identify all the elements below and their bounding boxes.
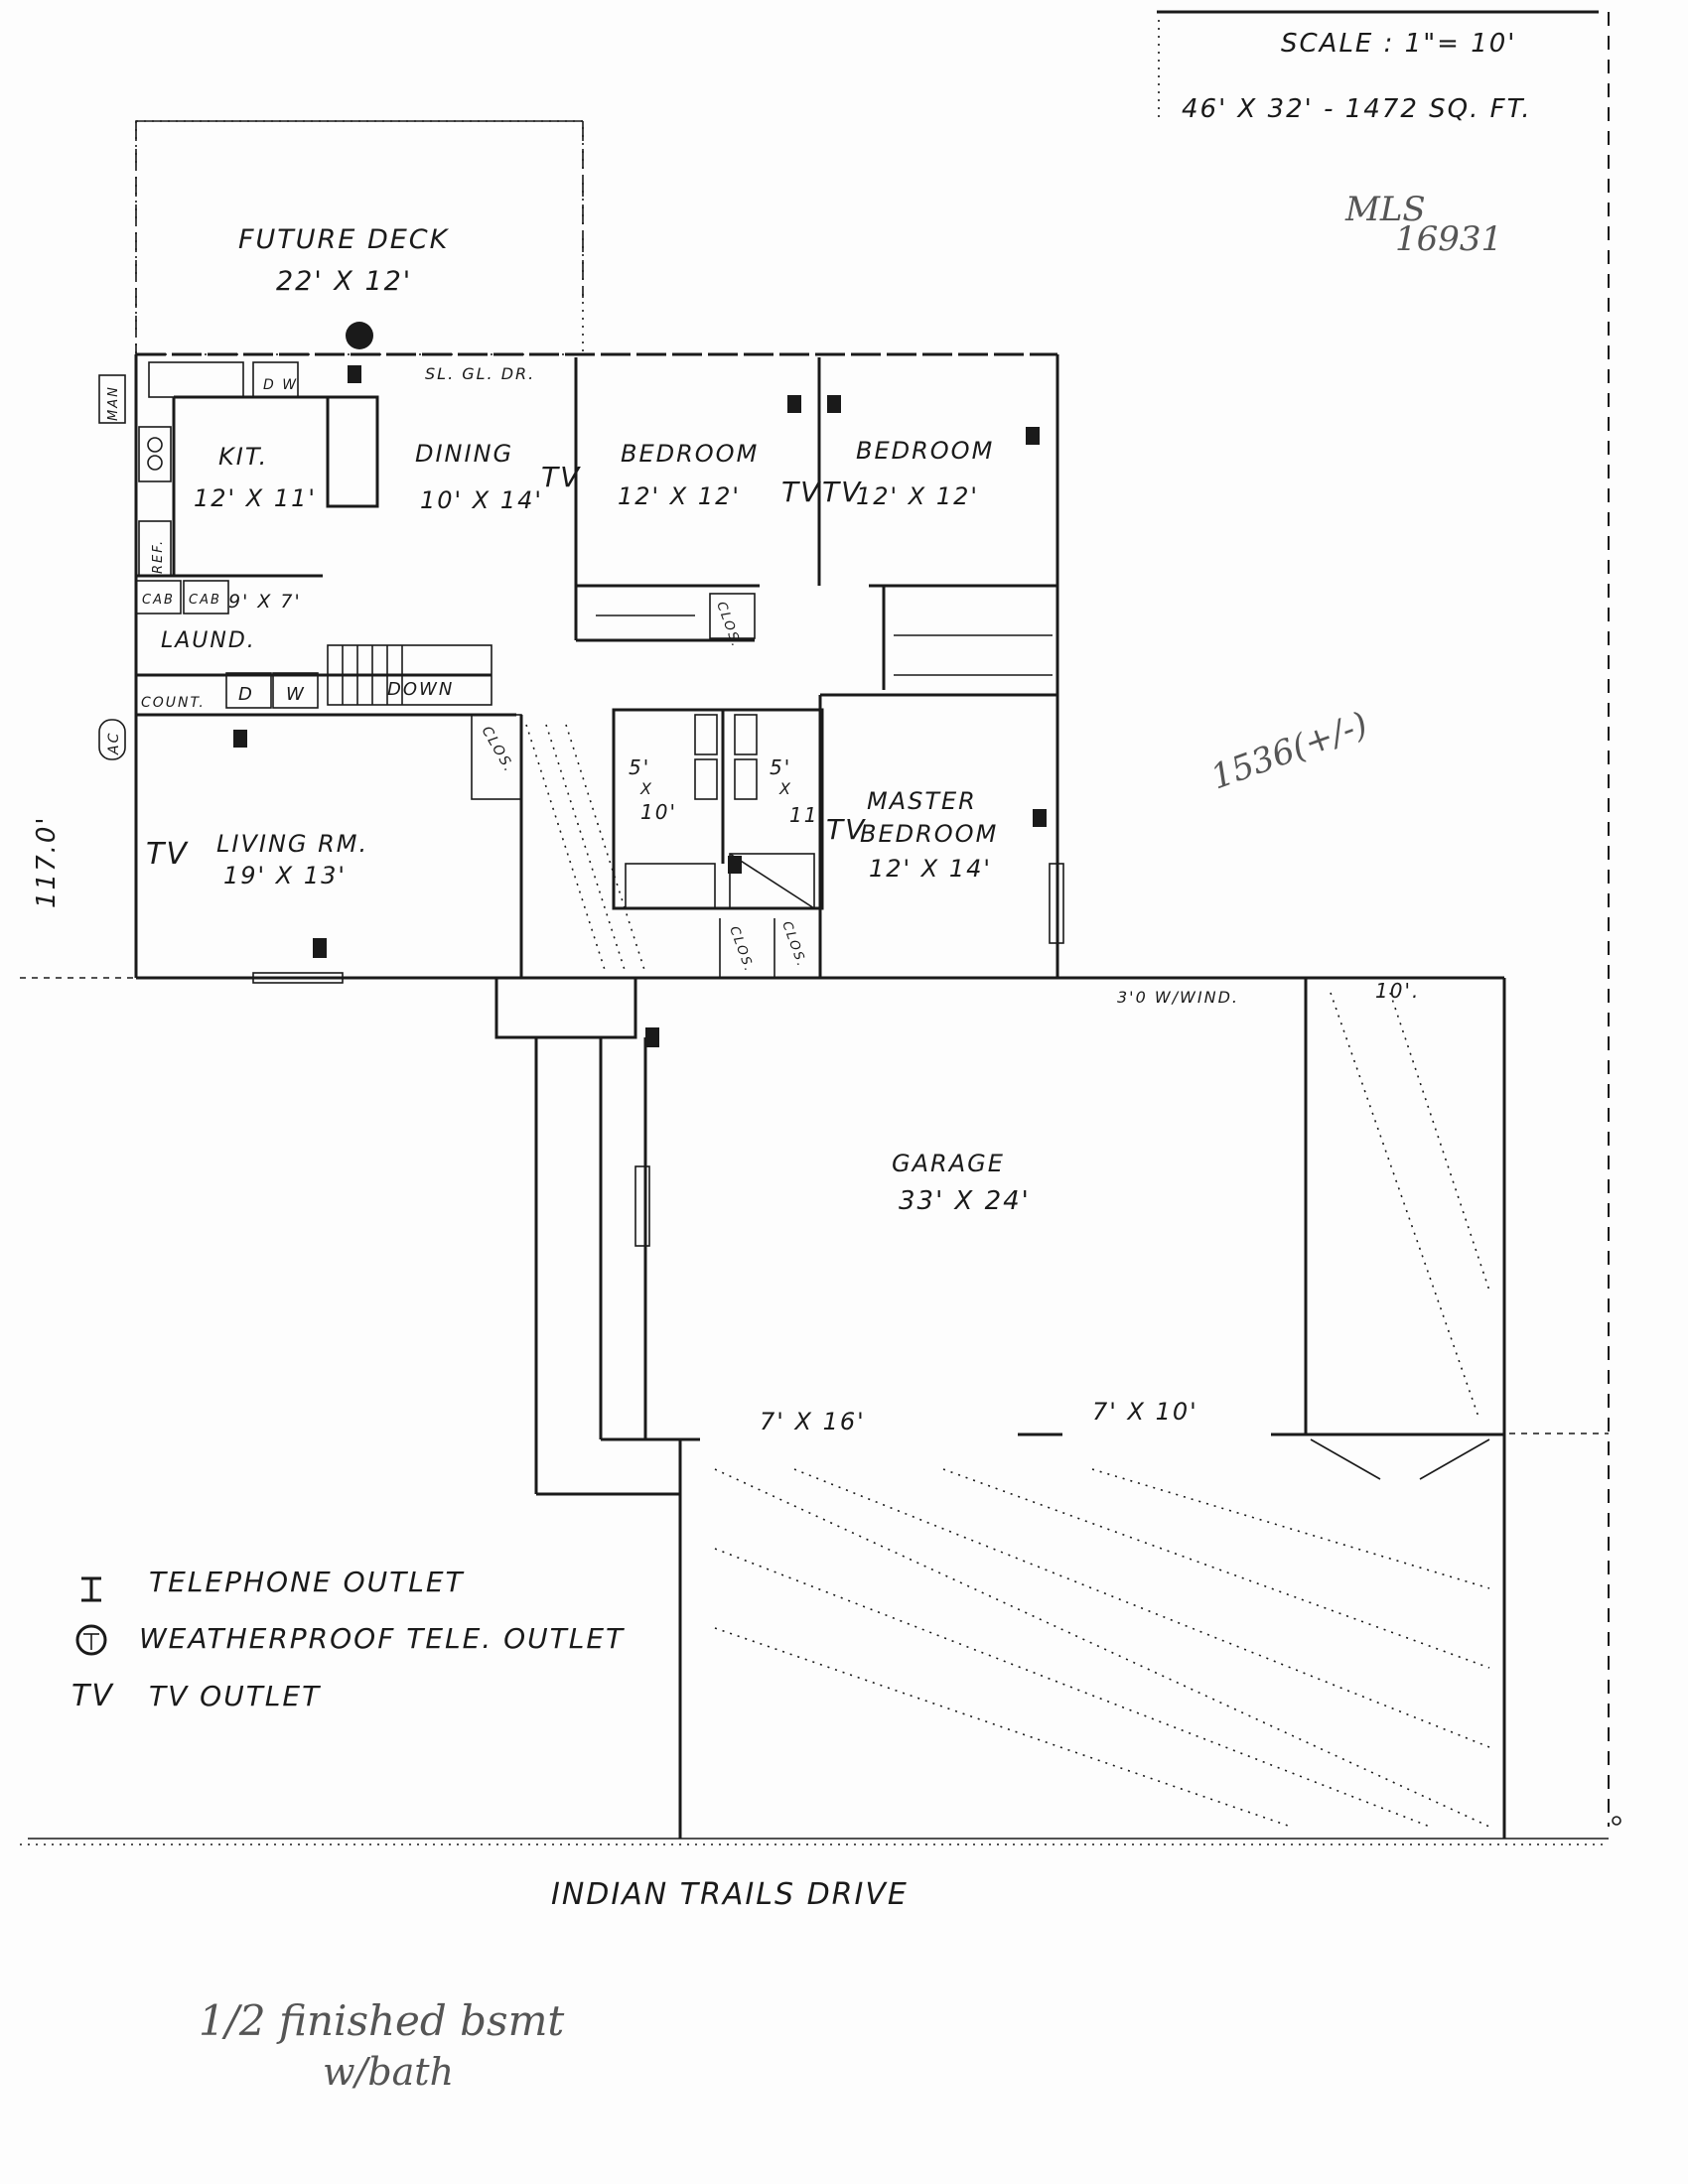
bath2-height: 11' [789,803,826,827]
garage-label: GARAGE [892,1150,1005,1177]
bedroom1-label: BEDROOM [621,440,759,468]
laundry-label: LAUND. [161,628,256,653]
telephone-icon [313,938,327,958]
living-size: 19' X 13' [223,862,347,889]
weatherproof-telephone-icon [75,1624,107,1656]
living-closet-label: CLOS. [479,724,518,776]
refrigerator-label: REF. [151,539,166,574]
bedroom2-label: BEDROOM [856,437,994,465]
bath1-width: 5' [629,755,650,779]
garage-door-2-size: 7' X 10' [1092,1398,1198,1426]
bath1-height: 10' [640,800,677,824]
future-deck: FUTURE DECK 22' X 12' [135,120,584,355]
telephone-icon [645,1027,659,1047]
master-label: MASTER [867,787,977,815]
master-size: 12' X 14' [869,855,992,883]
tv-outlet-bedroom1: TV [781,476,821,508]
tv-outlet-living: TV [146,837,189,872]
garage-size: 33' X 24' [899,1186,1031,1216]
sliding-glass-door-label: SL. GL. DR. [425,364,535,383]
dryer-label: D [238,684,254,705]
telephone-icon [827,395,841,413]
hall-closet-1-label: CLOS. [726,924,757,975]
window-note: 3'0 W/WIND. [1117,988,1239,1007]
cabinet-1-label: CAB [142,593,175,608]
dishwasher-label: D W [263,377,298,393]
telephone-icon [728,856,742,874]
tv-outlet-dining: TV [541,461,581,493]
master-label-2: BEDROOM [860,820,998,848]
telephone-icon [233,730,247,748]
living-label: LIVING RM. [216,830,368,858]
kitchen-label: KIT. [218,443,268,471]
stairs-down-label: DOWN [387,679,454,700]
ac-label: AC [106,732,122,755]
bedroom2-size: 12' X 12' [856,482,979,510]
lot-depth: 117.0' [32,815,62,908]
hall-closet-2-label: CLOS. [778,919,809,970]
bath2-width: 5' [770,755,791,779]
weatherproof-telephone-icon [346,322,373,349]
deck-label: FUTURE DECK [238,224,450,255]
house-dimensions: 46' X 32' - 1472 SQ. FT. [1182,94,1532,124]
mls-label: MLS [1344,190,1426,229]
tv-outlet-bedroom2: TV [822,476,862,508]
handwritten-note-1: 1/2 finished bsmt [199,1996,564,2045]
dining-size: 10' X 14' [420,486,543,514]
legend-tv-symbol: TV [71,1679,114,1713]
legend-telephone: TELEPHONE OUTLET [149,1566,465,1598]
telephone-outlet-icons [233,322,1047,1047]
bedroom-closet-label: CLOS. [713,600,744,650]
garage-door-1-size: 7' X 16' [760,1408,866,1435]
kitchen-size: 12' X 11' [194,484,317,512]
main-panel-label: MAN [106,385,121,421]
property-boundary [20,10,1621,1845]
telephone-icon [348,365,361,383]
scale-label: SCALE : 1"= 10' [1281,29,1516,59]
telephone-icon [1033,809,1047,827]
side-width: 10'. [1375,979,1420,1003]
counter-label: COUNT. [141,695,206,711]
bath1-x: X [639,779,653,798]
cabinet-2-label: CAB [189,593,221,608]
legend-weatherproof: WEATHERPROOF TELE. OUTLET [139,1622,625,1655]
house-walls [134,352,1062,980]
telephone-icon [1026,427,1040,445]
legend: TELEPHONE OUTLET WEATHERPROOF TELE. OUTL… [71,1566,625,1713]
legend-tv: TV OUTLET [149,1680,321,1712]
handwritten-note-2: w/bath [323,2050,454,2094]
laundry-size: 9' X 7' [228,591,302,613]
telephone-icon [787,395,801,413]
deck-size: 22' X 12' [276,266,412,297]
area-note: 1536(+/-) [1205,705,1372,798]
telephone-icon [81,1576,101,1602]
tv-outlet-master: TV [826,813,866,846]
garage-structure [252,863,1506,1839]
dining-label: DINING [415,440,513,468]
washer-label: W [286,684,306,705]
street-name: INDIAN TRAILS DRIVE [551,1877,909,1912]
bath2-x: X [778,779,792,798]
bedroom1-size: 12' X 12' [618,482,741,510]
mls-number: 16931 [1395,219,1502,259]
